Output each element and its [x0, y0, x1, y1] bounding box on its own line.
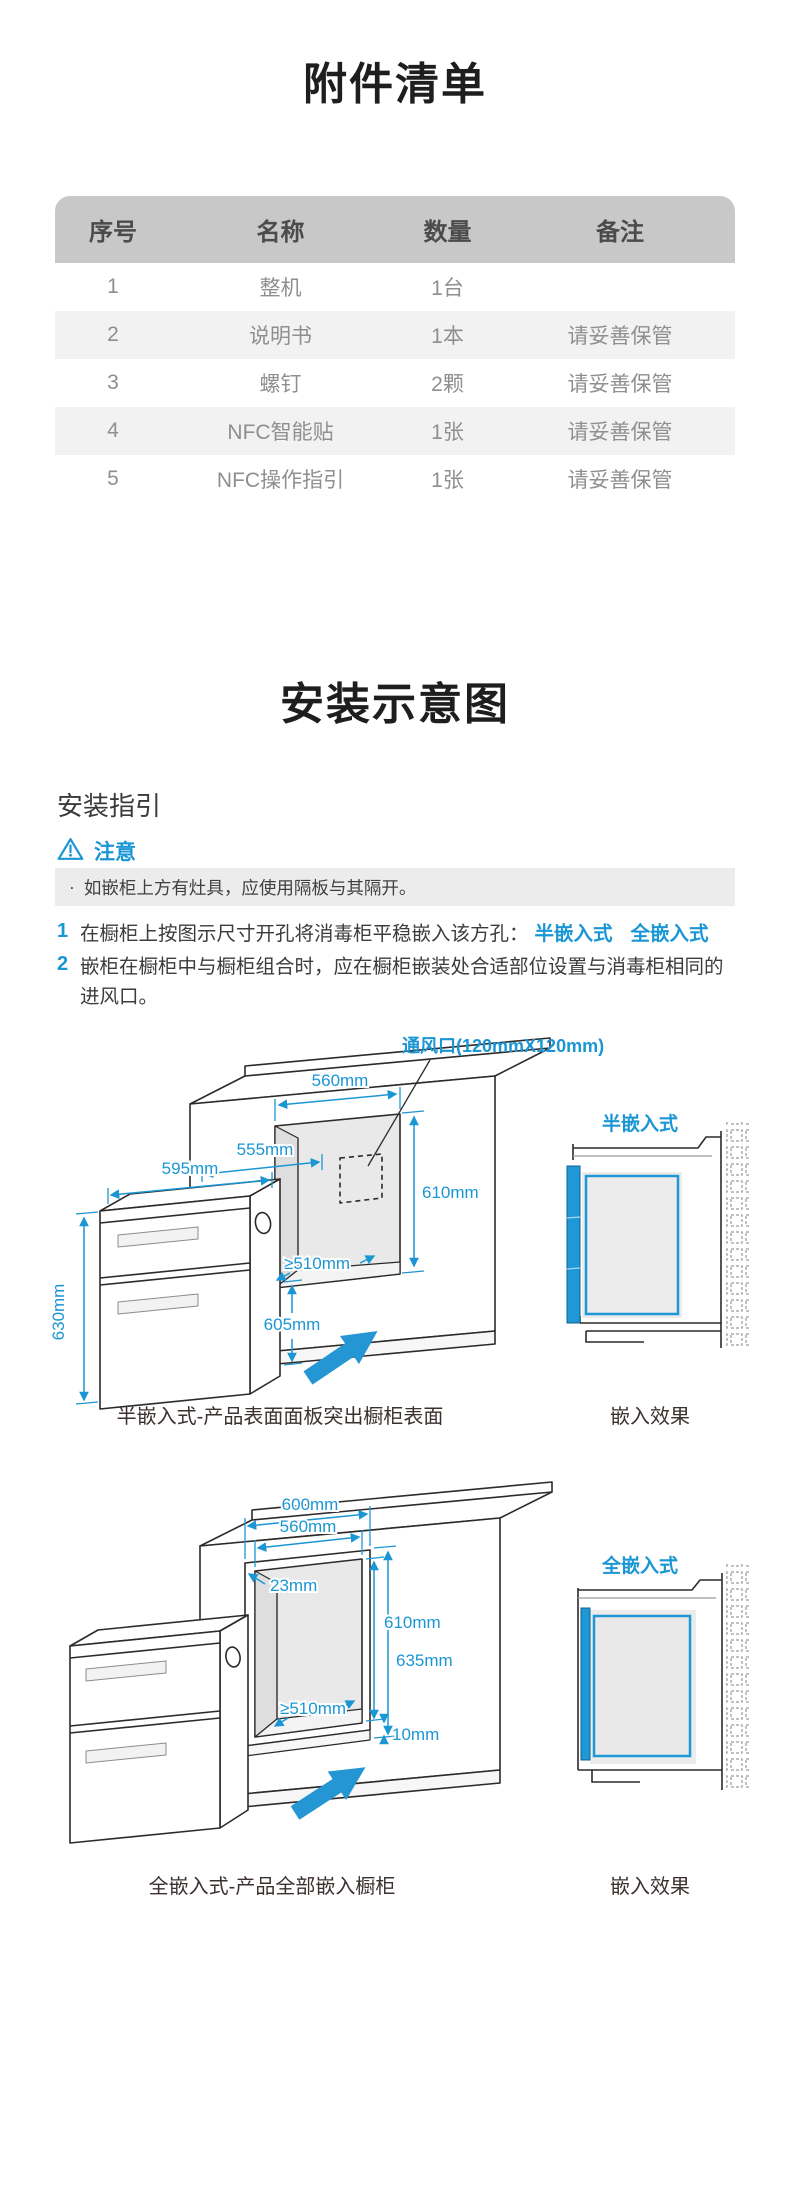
cell-qty: 1台: [431, 277, 464, 300]
step-number: 2: [57, 953, 69, 976]
dim-510: ≥510mm: [280, 1699, 346, 1718]
dim-555: 555mm: [237, 1140, 294, 1159]
notice-text: 如嵌柜上方有灶具，应使用隔板与其隔开。: [83, 877, 417, 898]
cell-name: 螺钉: [259, 373, 302, 396]
cell-no: 5: [107, 467, 119, 490]
col-header-note: 备注: [596, 219, 644, 246]
cell-qty: 1张: [431, 421, 464, 444]
table-row: 2 说明书 1本 请妥善保管: [55, 311, 735, 359]
dim-610: 610mm: [384, 1613, 441, 1632]
dim-595: 595mm: [162, 1159, 219, 1178]
inset-title: 全嵌入式: [601, 1554, 678, 1577]
table-row: 1 整机 1台: [55, 263, 735, 311]
inset-title: 半嵌入式: [602, 1112, 678, 1135]
vent-square: [339, 1153, 383, 1204]
dim-605: 605mm: [264, 1315, 321, 1334]
col-header-no: 序号: [89, 219, 137, 246]
counter-drawing: [199, 1481, 553, 1812]
dimension-lines: [244, 1506, 397, 1745]
dim-560: 560mm: [312, 1071, 369, 1090]
product-front-panel: [580, 1607, 591, 1761]
side-hole: [225, 1646, 241, 1668]
wall-brick-pattern: [724, 1122, 750, 1348]
drawer-handle: [117, 1226, 199, 1248]
dim-10: 10mm: [392, 1725, 439, 1744]
drawer-handle: [85, 1660, 167, 1682]
bullet: ·: [69, 876, 75, 897]
cell-note: 请妥善保管: [567, 421, 673, 444]
full-embed-inset: 全嵌入式: [577, 1554, 750, 1790]
full-embed-caption: 全嵌入式-产品全部嵌入橱柜: [148, 1876, 396, 1898]
cell-qty: 1张: [431, 469, 464, 492]
full-embed-link[interactable]: 全嵌入式: [630, 923, 709, 945]
installation-title: 安装示意图: [280, 680, 510, 729]
vent-leader-line: [367, 1059, 431, 1167]
wall-brick-pattern: [725, 1564, 750, 1790]
semi-embed-link[interactable]: 半嵌入式: [534, 923, 613, 945]
cell-note: 请妥善保管: [567, 469, 673, 492]
cell-qty: 2颗: [431, 373, 464, 396]
table-row: 5 NFC操作指引 1张 请妥善保管: [55, 455, 735, 503]
accessories-table: 序号 名称 数量 备注 1 整机 1台 2 说明书 1本 请妥善保管 3 螺钉 …: [55, 196, 735, 503]
cell-note: 请妥善保管: [567, 325, 673, 348]
table-row: 3 螺钉 2颗 请妥善保管: [55, 359, 735, 407]
dim-635: 635mm: [396, 1651, 453, 1670]
col-header-qty: 数量: [423, 219, 472, 246]
insert-direction-arrow: [290, 1767, 366, 1820]
step-text: 在橱柜上按图示尺寸开孔将消毒柜平稳嵌入该方孔：半嵌入式全嵌入式: [80, 920, 740, 949]
warning-triangle-icon: [57, 837, 84, 866]
side-hole: [254, 1211, 272, 1235]
install-steps: 1 在橱柜上按图示尺寸开孔将消毒柜平稳嵌入该方孔：半嵌入式全嵌入式 2 嵌柜在橱…: [57, 920, 757, 1016]
cell-qty: 1本: [431, 325, 464, 348]
notice-box: · 如嵌柜上方有灶具，应使用隔板与其隔开。: [55, 868, 735, 906]
step-2: 2 嵌柜在橱柜中与橱柜组合时，应在橱柜嵌装处合适部位设置与消毒柜相同的进风口。: [57, 953, 757, 1012]
step-1: 1 在橱柜上按图示尺寸开孔将消毒柜平稳嵌入该方孔：半嵌入式全嵌入式: [57, 920, 757, 949]
dim-560: 560mm: [280, 1517, 337, 1536]
dimension-lines: [75, 1087, 425, 1405]
semi-embed-inset: 半嵌入式: [566, 1112, 750, 1348]
full-embed-diagram: 600mm 560mm 23mm 610mm 635mm 10mm ≥510mm…: [69, 1481, 750, 1844]
cell-no: 1: [107, 275, 119, 298]
cell-no: 4: [107, 419, 119, 442]
step-number: 1: [57, 920, 69, 942]
cell-name: NFC智能贴: [227, 421, 334, 444]
dim-510: ≥510mm: [284, 1254, 350, 1273]
cell-no: 2: [107, 323, 119, 346]
notice-label: 注意: [94, 841, 136, 864]
insert-direction-arrow: [303, 1331, 378, 1385]
cabinet-cavity: [582, 1172, 682, 1318]
cell-no: 3: [107, 371, 119, 394]
table-header-row: 序号 名称 数量 备注: [55, 196, 735, 263]
table-row: 4 NFC智能贴 1张 请妥善保管: [55, 407, 735, 455]
vent-label: 通风口(120mmX120mm): [402, 1036, 604, 1056]
dim-23: 23mm: [270, 1576, 317, 1595]
product-front-panel: [566, 1165, 581, 1324]
accessories-title: 附件清单: [303, 60, 487, 109]
product-body-outline: [584, 1174, 680, 1316]
cell-name: NFC操作指引: [216, 469, 345, 492]
drawer-handle: [85, 1742, 167, 1764]
drawer-handle: [117, 1293, 199, 1315]
full-embed-effect-caption: 嵌入效果: [610, 1876, 690, 1898]
cell-name: 说明书: [249, 325, 312, 348]
cell-name: 整机: [259, 277, 302, 300]
col-header-name: 名称: [256, 219, 305, 246]
product-body-outline: [592, 1614, 692, 1758]
dim-600: 600mm: [282, 1495, 339, 1514]
dim-630: 630mm: [49, 1284, 68, 1341]
semi-embed-diagram: 通风口(120mmX120mm) 560mm 610mm 555mm 595mm…: [47, 1036, 750, 1410]
appliance-drawing: [69, 1614, 249, 1844]
guide-section-title: 安装指引: [57, 791, 162, 821]
dim-610: 610mm: [422, 1183, 479, 1202]
appliance-drawing: [99, 1178, 281, 1410]
cell-note: 请妥善保管: [567, 373, 673, 396]
semi-embed-caption: 半嵌入式-产品表面面板突出橱柜表面: [116, 1406, 444, 1428]
semi-embed-effect-caption: 嵌入效果: [610, 1406, 690, 1428]
notice-header: 注意: [57, 836, 136, 866]
step-text: 嵌柜在橱柜中与橱柜组合时，应在橱柜嵌装处合适部位设置与消毒柜相同的进风口。: [80, 956, 724, 1008]
step-1-body: 在橱柜上按图示尺寸开孔将消毒柜平稳嵌入该方孔：: [80, 923, 529, 945]
